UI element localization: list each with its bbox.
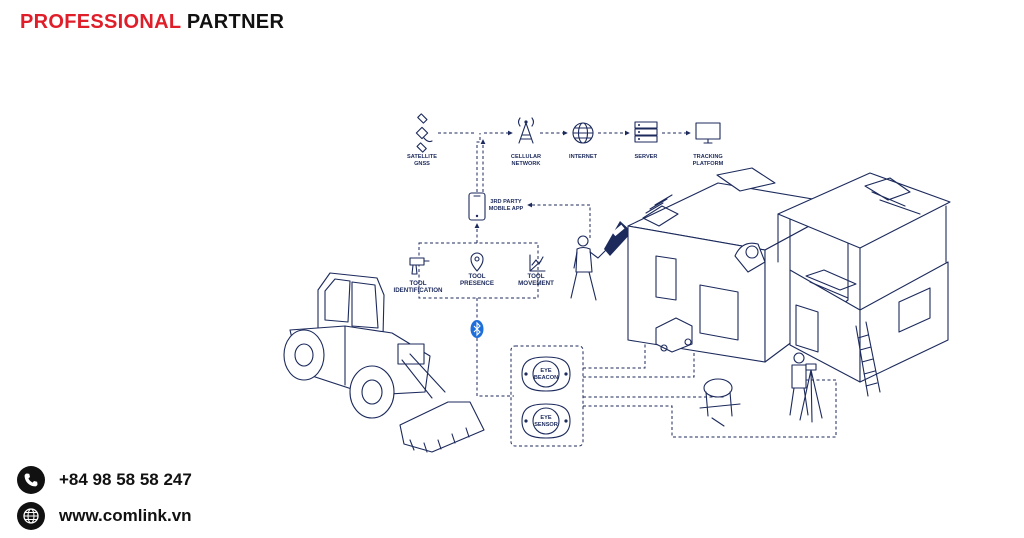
cell-tower-icon [517, 117, 535, 144]
tool-presence-label-line1: TOOL [468, 273, 485, 280]
worker-with-phone-illustration [570, 221, 632, 301]
tool-movement-label-line1: TOOL [527, 273, 544, 280]
cellular-label-line1: CELLULAR [511, 154, 541, 160]
wheel-loader-illustration [283, 272, 485, 453]
movement-axes-icon [529, 254, 546, 272]
eye-beacon-label-line1: EYE [540, 368, 551, 374]
eye-sensor-device [521, 403, 571, 439]
eye-sensor-label-line2: SENSOR [534, 422, 558, 428]
mobile-phone-icon [468, 192, 486, 221]
monitor-icon [695, 122, 721, 144]
server-label: SERVER [635, 154, 658, 160]
brand-accent-word: PROFESSIONAL [20, 11, 182, 33]
tool-identification-label-line2: IDENTIFICATION [393, 287, 443, 294]
eye-beacon-label-line2: BEACON [534, 375, 558, 381]
cellular-label-line2: NETWORK [512, 161, 541, 167]
drill-icon [409, 257, 430, 275]
tool-movement-label-line2: MOVEMENT [518, 280, 554, 287]
eye-beacon-device [521, 356, 571, 392]
globe-internet-icon [572, 122, 594, 144]
eye-sensor-label-line1: EYE [540, 415, 551, 421]
satellite-label-line2: GNSS [414, 161, 430, 167]
phone-number: +84 98 58 58 247 [59, 470, 192, 489]
mobile-app-label-line2: MOBILE APP [489, 206, 524, 212]
globe-icon [17, 502, 45, 530]
connection-lines [418, 130, 837, 447]
construction-site-illustration [627, 167, 951, 427]
contact-website[interactable]: www.comlink.vn [17, 502, 192, 530]
mobile-app-label-line1: 3RD PARTY [490, 199, 522, 205]
bluetooth-icon [470, 320, 484, 338]
tool-presence-label-line2: PRESENCE [460, 280, 494, 287]
website-url: www.comlink.vn [59, 506, 192, 525]
tracking-label-line2: PLATFORM [693, 161, 724, 167]
tracking-label-line1: TRACKING [693, 154, 723, 160]
phone-icon [17, 466, 45, 494]
brand-title: PROFESSIONAL PARTNER [20, 11, 284, 34]
contact-phone[interactable]: +84 98 58 58 247 [17, 466, 192, 494]
satellite-icon [415, 113, 433, 153]
satellite-label-line1: SATELLITE [407, 154, 437, 160]
brand-rest-word: PARTNER [186, 11, 285, 33]
internet-label: INTERNET [569, 154, 598, 160]
location-pin-icon [470, 252, 484, 272]
server-icon [634, 121, 658, 143]
tool-identification-label-line1: TOOL [409, 280, 426, 287]
